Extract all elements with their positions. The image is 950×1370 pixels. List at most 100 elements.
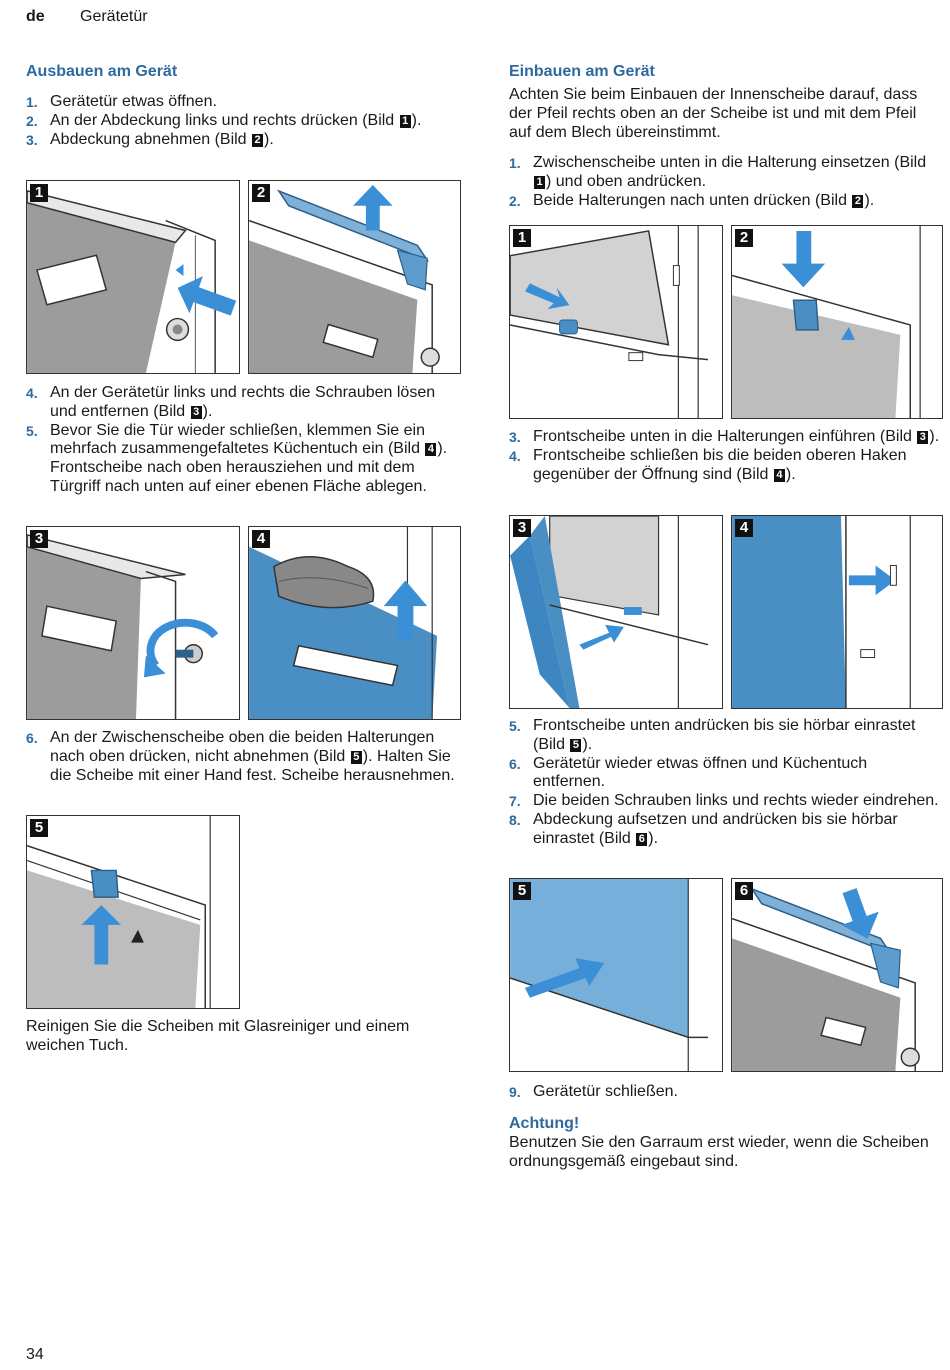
step-text-part: Abdeckung aufsetzen und andrücken bis si… — [533, 810, 898, 847]
step-number: 1. — [509, 155, 521, 172]
step-number: 7. — [509, 793, 521, 810]
removal-steps-c: 6. An der Zwischenscheibe oben die beiden… — [26, 729, 466, 785]
figure-reference: 2 — [852, 194, 864, 208]
step-number: 4. — [26, 385, 38, 401]
step-text-part: ). — [864, 191, 875, 209]
step-text-part: Abdeckung abnehmen (Bild — [50, 130, 252, 148]
figure-install-2: 2 — [731, 225, 943, 419]
step-item: 3.Frontscheibe unten in die Halterungen … — [509, 428, 941, 447]
figure-remove-1: 1 — [26, 180, 240, 374]
removal-steps-b: 4. An der Gerätetür links und rechts die … — [26, 384, 466, 497]
figure-remove-3: 3 — [26, 526, 240, 720]
step-number: 9. — [509, 1084, 521, 1100]
step-item: 9.Gerätetür schließen. — [509, 1083, 941, 1102]
left-section-3: 6. An der Zwischenscheibe oben die beiden… — [26, 729, 466, 785]
figure-label: 1 — [30, 184, 48, 202]
left-section-1: Ausbauen am Gerät 1.Gerätetür etwas öffn… — [26, 62, 466, 149]
step-text-part: An der Gerätetür links und rechts die Sc… — [50, 384, 436, 420]
step-text: Abdeckung aufsetzen und andrücken bis si… — [533, 811, 941, 849]
front-pane-insert-illustration — [510, 516, 709, 708]
installation-steps-d: 9.Gerätetür schließen. — [509, 1083, 941, 1102]
step-text-part: Frontscheibe schließen bis die beiden ob… — [533, 446, 907, 483]
step-text-part: An der Zwischenscheibe oben die beiden H… — [50, 729, 435, 765]
step-text-part: Die beiden Schrauben links und rechts wi… — [533, 792, 939, 810]
figure-reference: 3 — [917, 431, 929, 444]
figure-reference: 4 — [425, 443, 437, 457]
step-text: Frontscheibe schließen bis die beiden ob… — [533, 447, 941, 485]
step-number: 1. — [26, 94, 38, 110]
step-text-part: ). — [648, 829, 659, 847]
step-number: 2. — [26, 112, 38, 129]
step-text-part: An der Abdeckung links und rechts drücke… — [50, 111, 399, 129]
cover-attach-illustration — [732, 887, 920, 1071]
step-text-part: ). — [785, 465, 796, 483]
step-number: 5. — [509, 718, 521, 734]
figure-label: 3 — [513, 519, 531, 537]
pane-insert-illustration — [510, 226, 709, 418]
step-text: Bevor Sie die Tür wieder schließen, klem… — [50, 422, 466, 460]
step-text: An der Abdeckung links und rechts drücke… — [50, 112, 466, 131]
step-number: 5. — [26, 422, 38, 439]
figure-remove-2: 2 — [248, 180, 461, 374]
step-text-part: ). — [929, 428, 940, 445]
figure-reference: 5 — [350, 750, 362, 764]
step-item: 5. Bevor Sie die Tür wieder schließen, kl… — [26, 422, 466, 497]
step-text: An der Zwischenscheibe oben die beiden H… — [50, 729, 466, 785]
installation-intro: Achten Sie beim Einbauen der Innenscheib… — [509, 86, 918, 141]
section-heading-installation: Einbauen am Gerät — [509, 63, 655, 80]
step-number: 8. — [509, 811, 521, 828]
figure-label: 5 — [30, 819, 48, 837]
figure-reference: 1 — [534, 176, 545, 190]
front-pane-press-illustration — [510, 879, 709, 1071]
step-text-part: ). Halten Sie die Scheibe mit einer Hand… — [50, 747, 455, 784]
step-text: Gerätetür wieder etwas öffnen und Küchen… — [533, 755, 941, 793]
section-heading-removal: Ausbauen am Gerät — [26, 63, 178, 80]
step-text-part: ). — [582, 735, 593, 753]
page-number: 34 — [26, 1346, 44, 1363]
step-item: 2. Beide Halterungen nach unten drücken (… — [509, 192, 941, 211]
warning-heading: Achtung! — [509, 1114, 580, 1132]
left-section-4: Reinigen Sie die Scheiben mit Glasreinig… — [26, 1018, 466, 1056]
step-text-part: ). — [437, 440, 448, 458]
step-item: 4. An der Gerätetür links und rechts die … — [26, 384, 466, 422]
right-section-4: 9.Gerätetür schließen. Achtung! Benutzen… — [509, 1083, 941, 1171]
step-text: Beide Halterungen nach unten drücken (Bi… — [533, 192, 941, 211]
step-text-part: Frontscheibe unten in die Halterungen ei… — [533, 428, 917, 445]
step-item: 7. Die beiden Schrauben links und rechts … — [509, 792, 941, 811]
figure-install-6: 6 — [731, 878, 943, 1072]
step-text-part: Bevor Sie die Tür wieder schließen, klem… — [50, 421, 425, 458]
step-text: Zwischenscheibe unten in die Halterung e… — [533, 154, 941, 192]
step-text-part: Frontscheibe unten andrücken bis sie hör… — [533, 717, 916, 753]
figure-install-5: 5 — [509, 878, 723, 1072]
right-section-3: 5. Frontscheibe unten andrücken bis sie h… — [509, 717, 941, 849]
step-text-part: Zwischenscheibe unten in die Halterung e… — [533, 154, 927, 172]
step-item: 1.Gerätetür etwas öffnen. — [26, 93, 466, 112]
header-title: Gerätetür — [80, 8, 148, 25]
step-number: 6. — [26, 730, 38, 746]
step-text: Frontscheibe unten in die Halterungen ei… — [533, 428, 941, 447]
figure-install-4: 4 — [731, 515, 943, 709]
right-section-1: Einbauen am Gerät Achten Sie beim Einbau… — [509, 62, 941, 211]
step-item: 1. Zwischenscheibe unten in die Halterung… — [509, 154, 941, 192]
step-item: 6.Gerätetür wieder etwas öffnen und Küch… — [509, 755, 941, 793]
step-item: 5. Frontscheibe unten andrücken bis sie h… — [509, 717, 941, 755]
removal-steps-a: 1.Gerätetür etwas öffnen.2. An der Abdeck… — [26, 93, 466, 149]
warning-text: Benutzen Sie den Garraum erst wieder, we… — [509, 1133, 929, 1170]
step-item: 3.Abdeckung abnehmen (Bild 2). — [26, 131, 466, 150]
figure-reference: 1 — [399, 114, 411, 128]
holder-push-down-illustration — [732, 226, 921, 418]
holder-push-up-illustration — [27, 816, 211, 1008]
figure-reference: 5 — [570, 738, 582, 752]
figure-install-3: 3 — [509, 515, 723, 709]
step-text-part: ). — [411, 111, 422, 129]
step-number: 2. — [509, 192, 521, 209]
cover-lift-illustration — [249, 184, 440, 373]
figure-label: 5 — [513, 882, 531, 900]
figure-remove-4: 4 — [248, 526, 461, 720]
step-number: 3. — [26, 131, 38, 148]
installation-steps-b: 3.Frontscheibe unten in die Halterungen … — [509, 428, 941, 484]
step-text-part: ) und oben andrücken. — [546, 173, 707, 191]
figure-label: 2 — [735, 229, 753, 247]
step-text: An der Gerätetür links und rechts die Sc… — [50, 384, 466, 422]
step-text-part: ). — [202, 402, 213, 420]
